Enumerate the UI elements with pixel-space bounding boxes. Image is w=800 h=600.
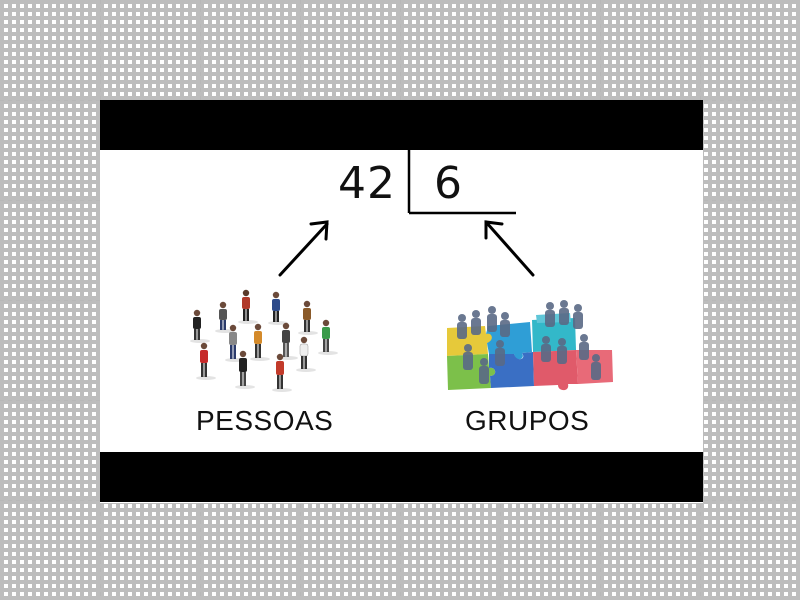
puzzle-groups-icon [447,300,613,391]
bottom-black-bar [100,452,703,502]
division-bracket [407,150,516,215]
top-black-bar [100,100,703,150]
diagram-graphics [190,150,613,392]
divisor: 6 [434,158,462,209]
dividend: 42 [338,158,396,209]
label-grupos: GRUPOS [465,405,590,436]
slide: 42 6 [100,100,703,503]
crowd-of-people-icon [190,289,338,392]
label-pessoas: PESSOAS [196,405,334,436]
arrow-to-divisor [484,220,535,277]
arrow-to-dividend [278,220,329,277]
